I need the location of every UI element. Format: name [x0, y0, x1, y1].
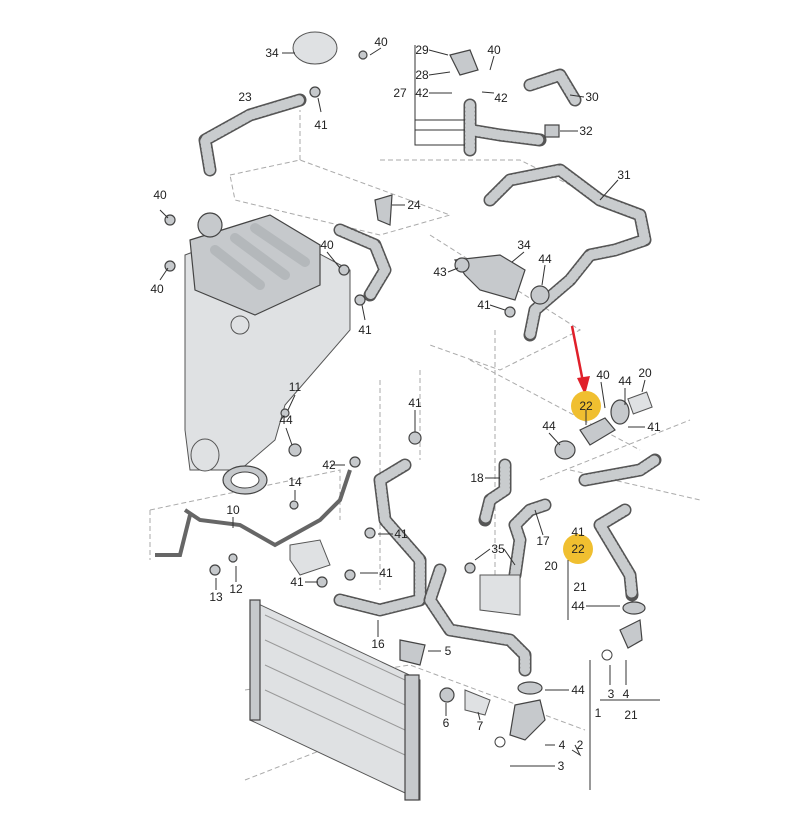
leader-lines	[159, 45, 660, 790]
part-label: 3	[608, 687, 615, 701]
part-label: 40	[374, 35, 388, 49]
highlighted-part-label: 22	[579, 399, 593, 413]
part-label: 41	[290, 575, 304, 589]
part-label: 12	[229, 582, 243, 596]
part-label: 24	[407, 198, 421, 212]
part-label: 44	[279, 413, 293, 427]
part-label: 41	[394, 527, 408, 541]
part-label: 40	[150, 282, 164, 296]
part-label: 7	[477, 719, 484, 733]
part-label: 3	[558, 759, 565, 773]
highlighted-part-label: 22	[571, 542, 585, 556]
part-label: 4	[623, 687, 630, 701]
part-label: 41	[408, 396, 422, 410]
part-label: 40	[596, 368, 610, 382]
part-label: 44	[571, 683, 585, 697]
part-label: 42	[322, 458, 336, 472]
components	[164, 31, 653, 748]
part-label: 41	[379, 566, 393, 580]
part-number-labels: 34 40 23 41 29 40 28 27 42 42 30 32 31 4…	[150, 35, 661, 773]
part-label: 10	[226, 503, 240, 517]
part-label: 28	[415, 68, 429, 82]
part-label: 32	[579, 124, 593, 138]
part-label: 21	[573, 580, 587, 594]
part-label: 42	[415, 86, 429, 100]
part-label: 40	[153, 188, 167, 202]
part-label: 29	[415, 43, 429, 57]
part-label: 42	[494, 91, 508, 105]
part-label: 20	[544, 559, 558, 573]
part-label: 40	[487, 43, 501, 57]
part-label: 30	[585, 90, 599, 104]
part-label: 27	[393, 86, 407, 100]
part-label: 23	[238, 90, 252, 104]
part-label: 41	[571, 525, 585, 539]
part-label: 1	[595, 706, 602, 720]
part-label: 41	[477, 298, 491, 312]
part-label: 5	[445, 644, 452, 658]
part-label: 20	[638, 366, 652, 380]
part-label: 34	[517, 238, 531, 252]
part-label: 16	[371, 637, 385, 651]
part-label: 44	[618, 374, 632, 388]
part-label: 6	[443, 716, 450, 730]
highlight-marker	[571, 391, 601, 421]
engine-block	[184, 212, 351, 495]
part-label: 44	[538, 252, 552, 266]
leader-dashed-lines	[149, 110, 701, 781]
highlight-marker	[563, 534, 593, 564]
part-label: 41	[647, 420, 661, 434]
part-label: 13	[209, 590, 223, 604]
part-label: 21	[624, 708, 638, 722]
part-label: 41	[314, 118, 328, 132]
hoses	[155, 68, 662, 677]
part-label: 43	[433, 265, 447, 279]
part-label: 44	[542, 419, 556, 433]
part-label: 18	[470, 471, 484, 485]
part-label: 11	[289, 380, 302, 394]
part-label: 34	[265, 46, 279, 60]
part-label: 44	[571, 599, 585, 613]
part-label: 4	[559, 738, 566, 752]
radiator	[249, 599, 421, 801]
part-label: 17	[536, 534, 550, 548]
red-arrow-indicator	[570, 325, 590, 395]
part-label: 14	[288, 475, 302, 489]
part-label: 2	[577, 738, 584, 752]
part-label: 31	[617, 168, 631, 182]
part-label: 40	[320, 238, 334, 252]
part-label: 35	[491, 542, 505, 556]
part-label: 41	[358, 323, 372, 337]
